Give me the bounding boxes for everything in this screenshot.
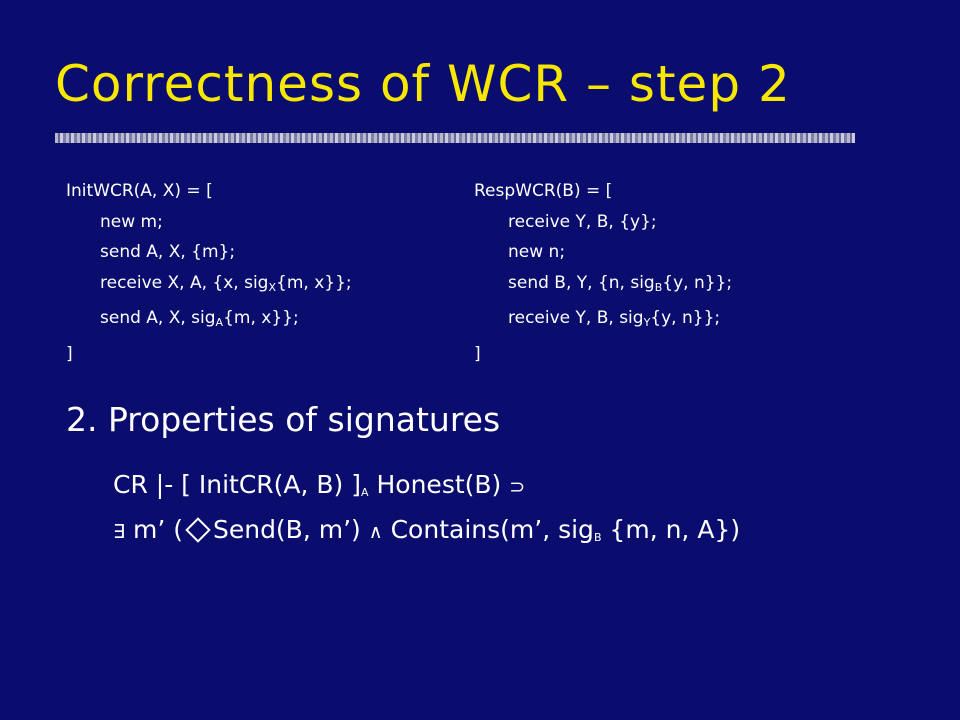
title-divider <box>55 133 855 143</box>
init-line-3-subscript: X <box>268 280 277 294</box>
init-line-3-rest: {m, x}}; <box>276 272 352 293</box>
init-line-2: send A, X, {m}; <box>100 242 236 262</box>
diamond-icon <box>185 517 211 543</box>
resp-close: ] <box>474 343 481 364</box>
init-line-3-text: receive X, A, {x, sig <box>100 272 269 293</box>
resp-line-4-rest: {y, n}}; <box>650 308 721 328</box>
init-line-3: receive X, A, {x, sigX{m, x}}; <box>66 268 352 304</box>
and-symbol: ∧ <box>368 521 383 543</box>
section-heading: 2. Properties of signatures <box>66 400 501 439</box>
resp-line-3: send B, Y, {n, sigB{y, n}}; <box>474 268 732 304</box>
formula-line-1-subscript: A <box>361 486 369 499</box>
implies-symbol: ⊃ <box>509 476 526 498</box>
formula-line-2: ∃ m’ ( Send(B, m’) ∧ Contains(m’, sigB {m… <box>113 515 740 544</box>
resp-role-code: RespWCR(B) = [ receive Y, B, {y}; new n;… <box>474 176 732 369</box>
formula-line-2-a: m’ ( <box>125 515 183 544</box>
formula-line-1-b: Honest(B) <box>368 470 502 499</box>
init-line-4: send A, X, sigA{m, x}}; <box>66 303 352 339</box>
formula-line-1-a: CR |- [ InitCR(A, B) ] <box>113 470 362 499</box>
init-role-code: InitWCR(A, X) = [ new m; send A, X, {m};… <box>66 176 352 369</box>
init-close: ] <box>66 343 73 364</box>
resp-line-4-subscript: Y <box>643 316 651 329</box>
resp-line-1: receive Y, B, {y}; <box>508 211 657 232</box>
init-header: InitWCR(A, X) = [ <box>66 181 213 201</box>
init-line-4-rest: {m, x}}; <box>223 308 299 328</box>
exists-symbol: ∃ <box>113 521 126 543</box>
slide-title: Correctness of WCR – step 2 <box>55 55 791 113</box>
resp-header: RespWCR(B) = [ <box>474 181 613 201</box>
init-line-1: new m; <box>100 211 163 232</box>
resp-line-4: receive Y, B, sigY{y, n}}; <box>474 303 732 339</box>
formula-line-2-d: {m, n, A}) <box>601 515 741 544</box>
resp-line-3-subscript: B <box>654 280 663 294</box>
formula-line-2-c: Contains(m’, sig <box>382 515 594 544</box>
formula-line-2-subscript: B <box>593 531 602 544</box>
init-line-4-subscript: A <box>215 316 224 329</box>
resp-line-4-text: receive Y, B, sig <box>508 308 644 328</box>
formula-line-2-b: Send(B, m’) <box>212 515 369 544</box>
init-line-4-text: send A, X, sig <box>100 308 216 328</box>
resp-line-3-text: send B, Y, {n, sig <box>508 272 655 293</box>
formula-line-1: CR |- [ InitCR(A, B) ]A Honest(B) ⊃ <box>113 470 525 499</box>
resp-line-2: new n; <box>508 242 566 262</box>
resp-line-3-rest: {y, n}}; <box>662 272 733 293</box>
